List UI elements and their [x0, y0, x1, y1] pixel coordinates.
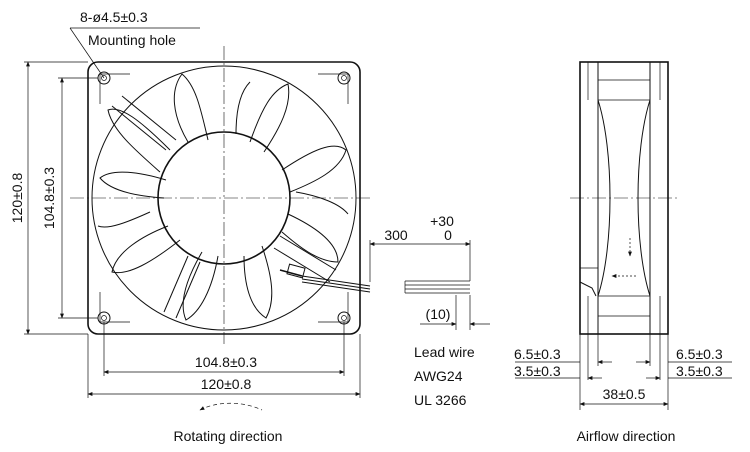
flange-left-outer-text: 6.5±0.3 [514, 346, 561, 362]
fan-blades [97, 73, 349, 321]
depth-text: 38±0.5 [603, 386, 646, 402]
hole-leader-line [69, 27, 105, 79]
wire-length-text: 300 [384, 227, 408, 243]
height-inner-text: 104.8±0.3 [41, 167, 57, 229]
hole-label-text: Mounting hole [88, 32, 176, 48]
flange-right-outer-text: 6.5±0.3 [676, 346, 723, 362]
fan-side-view [515, 61, 732, 410]
lead-wire-gauge: AWG24 [414, 368, 463, 384]
lead-wire-ul: UL 3266 [414, 392, 467, 408]
lead-wire-bundle [279, 263, 470, 294]
wire-strip-text: (10) [426, 306, 451, 322]
side-wire-exit [579, 281, 597, 297]
airflow-label-text: Airflow direction [577, 428, 676, 444]
width-inner-text: 104.8±0.3 [195, 354, 257, 370]
flange-left-inner-text: 3.5±0.3 [514, 363, 561, 379]
hole-dim-text: 8-ø4.5±0.3 [80, 9, 148, 25]
flange-right-inner-text: 3.5±0.3 [676, 363, 723, 379]
lead-wire-label: Lead wire [414, 344, 475, 360]
fan-spokes [111, 95, 337, 319]
wire-tol-lower-text: 0 [444, 227, 452, 243]
width-outer-text: 120±0.8 [201, 376, 252, 392]
rotation-label-text: Rotating direction [174, 428, 283, 444]
wire-tol-upper-text: +30 [430, 213, 454, 229]
height-outer-text: 120±0.8 [9, 173, 25, 224]
fan-front-view [24, 27, 490, 411]
rotation-arrow [199, 402, 263, 411]
